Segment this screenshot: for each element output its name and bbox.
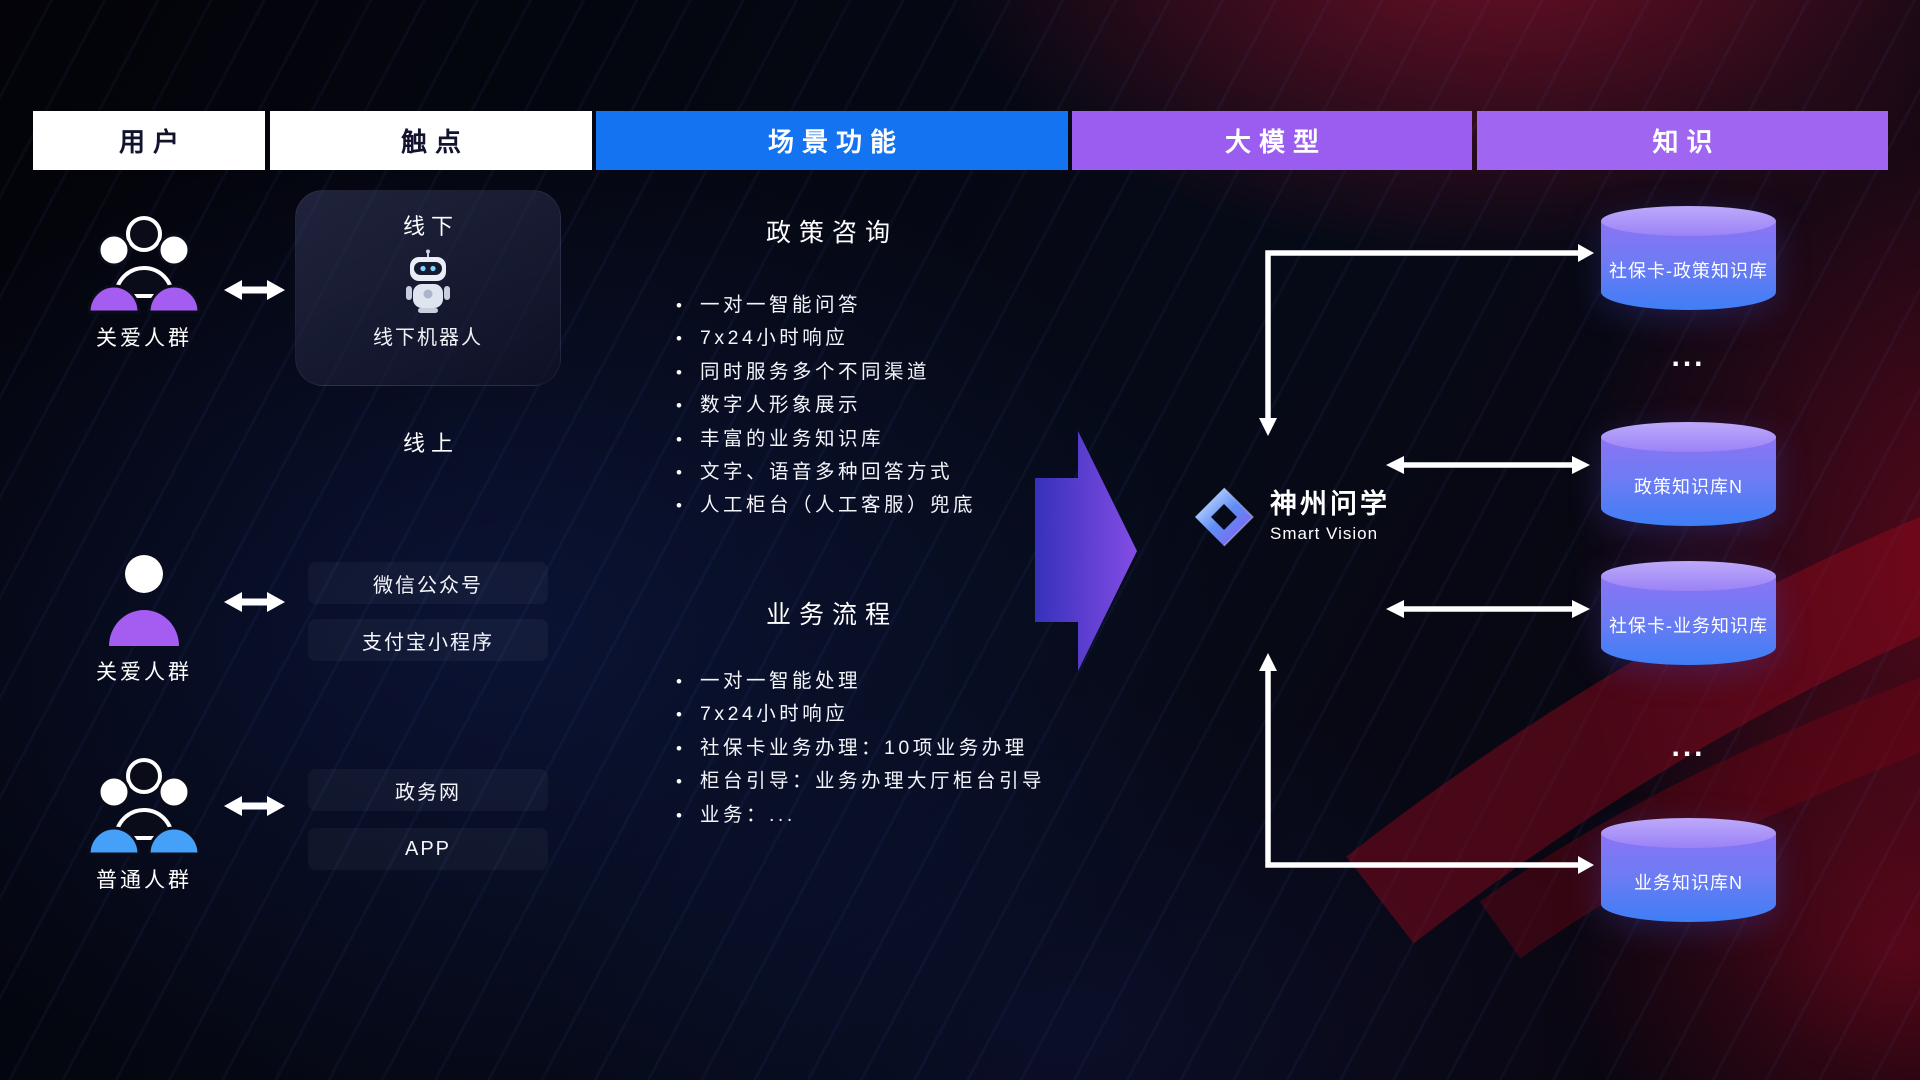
offline-touchpoint-card: 线下 线下机器人 — [295, 190, 561, 386]
offline-title: 线下 — [402, 214, 459, 239]
scenario-item: 同时服务多个不同渠道 — [676, 356, 976, 389]
db-label: 业务知识库N — [1634, 873, 1743, 894]
user-label: 关爱人群 — [96, 327, 192, 350]
scenario-item: 数字人形象展示 — [676, 389, 976, 422]
user-label: 关爱人群 — [96, 661, 192, 684]
model-brand: 神州问学 Smart Vision — [1190, 483, 1390, 551]
cylinder-top — [1601, 206, 1776, 236]
header-touchpoint-label: 触点 — [400, 127, 469, 157]
model-subtitle: Smart Vision — [1270, 523, 1379, 543]
touchpoint-label: 支付宝小程序 — [362, 631, 494, 654]
user-label: 普通人群 — [96, 869, 192, 892]
header-model-label: 大模型 — [1224, 127, 1327, 157]
user-care-group-1: 关爱人群 — [64, 210, 224, 352]
touchpoint-app: APP — [308, 828, 548, 870]
touchpoint-alipay: 支付宝小程序 — [308, 619, 548, 661]
scenario-business-title: 业务流程 — [765, 601, 898, 629]
offline-robot-label: 线下机器人 — [373, 327, 483, 349]
scenario-business-list: 一对一智能处理 7x24小时响应 社保卡业务办理：10项业务办理 柜台引导：业务… — [676, 665, 1045, 832]
header-scenario-label: 场景功能 — [767, 127, 904, 157]
db-label: 社保卡-业务知识库 — [1609, 616, 1768, 637]
ellipsis: ... — [1671, 730, 1706, 763]
cylinder-top — [1601, 818, 1776, 848]
ellipsis: ... — [1671, 340, 1706, 373]
header-knowledge-label: 知识 — [1652, 127, 1721, 157]
header-model: 大模型 — [1072, 111, 1472, 170]
scenario-policy-list: 一对一智能问答 7x24小时响应 同时服务多个不同渠道 数字人形象展示 丰富的业… — [676, 289, 976, 523]
scenario-item: 人工柜台（人工客服）兜底 — [676, 489, 976, 522]
knowledge-db-policy-shebao: 社保卡-政策知识库 — [1601, 206, 1776, 310]
knowledge-db-business-shebao: 社保卡-业务知识库 — [1601, 561, 1776, 665]
cylinder-top — [1601, 422, 1776, 452]
person-icon — [109, 555, 179, 646]
header-knowledge: 知识 — [1477, 111, 1888, 170]
scenario-item: 7x24小时响应 — [676, 322, 976, 355]
touchpoint-label: 微信公众号 — [373, 574, 483, 597]
scenario-item: 一对一智能处理 — [676, 665, 1045, 698]
model-name: 神州问学 — [1270, 489, 1390, 520]
scenario-item: 柜台引导：业务办理大厅柜台引导 — [676, 765, 1045, 798]
knowledge-db-business-n: 业务知识库N — [1601, 818, 1776, 922]
user-general-group: 普通人群 — [64, 752, 224, 894]
people-group-icon — [87, 758, 201, 856]
header-scenario: 场景功能 — [596, 111, 1068, 170]
cylinder-top — [1601, 561, 1776, 591]
touchpoint-gov-web: 政务网 — [308, 769, 548, 811]
scenario-policy-title: 政策咨询 — [765, 219, 898, 247]
scenario-item: 一对一智能问答 — [676, 289, 976, 322]
header-users: 用户 — [33, 111, 265, 170]
scenario-item: 社保卡业务办理：10项业务办理 — [676, 732, 1045, 765]
gem-diamond-icon — [1195, 487, 1255, 547]
scenario-item: 业务：... — [676, 799, 1045, 832]
model-text: 神州问学 Smart Vision — [1270, 489, 1390, 544]
knowledge-db-policy-n: 政策知识库N — [1601, 422, 1776, 526]
scenario-item: 丰富的业务知识库 — [676, 423, 976, 456]
db-label: 社保卡-政策知识库 — [1609, 261, 1768, 282]
touchpoint-label: 政务网 — [395, 781, 461, 804]
scenario-item: 文字、语音多种回答方式 — [676, 456, 976, 489]
header-users-label: 用户 — [118, 127, 187, 157]
touchpoint-label: APP — [404, 837, 452, 860]
scenario-item: 7x24小时响应 — [676, 698, 1045, 731]
robot-icon — [406, 249, 450, 313]
header-touchpoint: 触点 — [270, 111, 592, 170]
people-group-icon — [87, 216, 201, 314]
db-label: 政策知识库N — [1634, 477, 1743, 498]
online-title: 线上 — [402, 431, 459, 456]
user-care-group-2: 关爱人群 — [64, 548, 224, 686]
touchpoint-wechat: 微信公众号 — [308, 562, 548, 604]
